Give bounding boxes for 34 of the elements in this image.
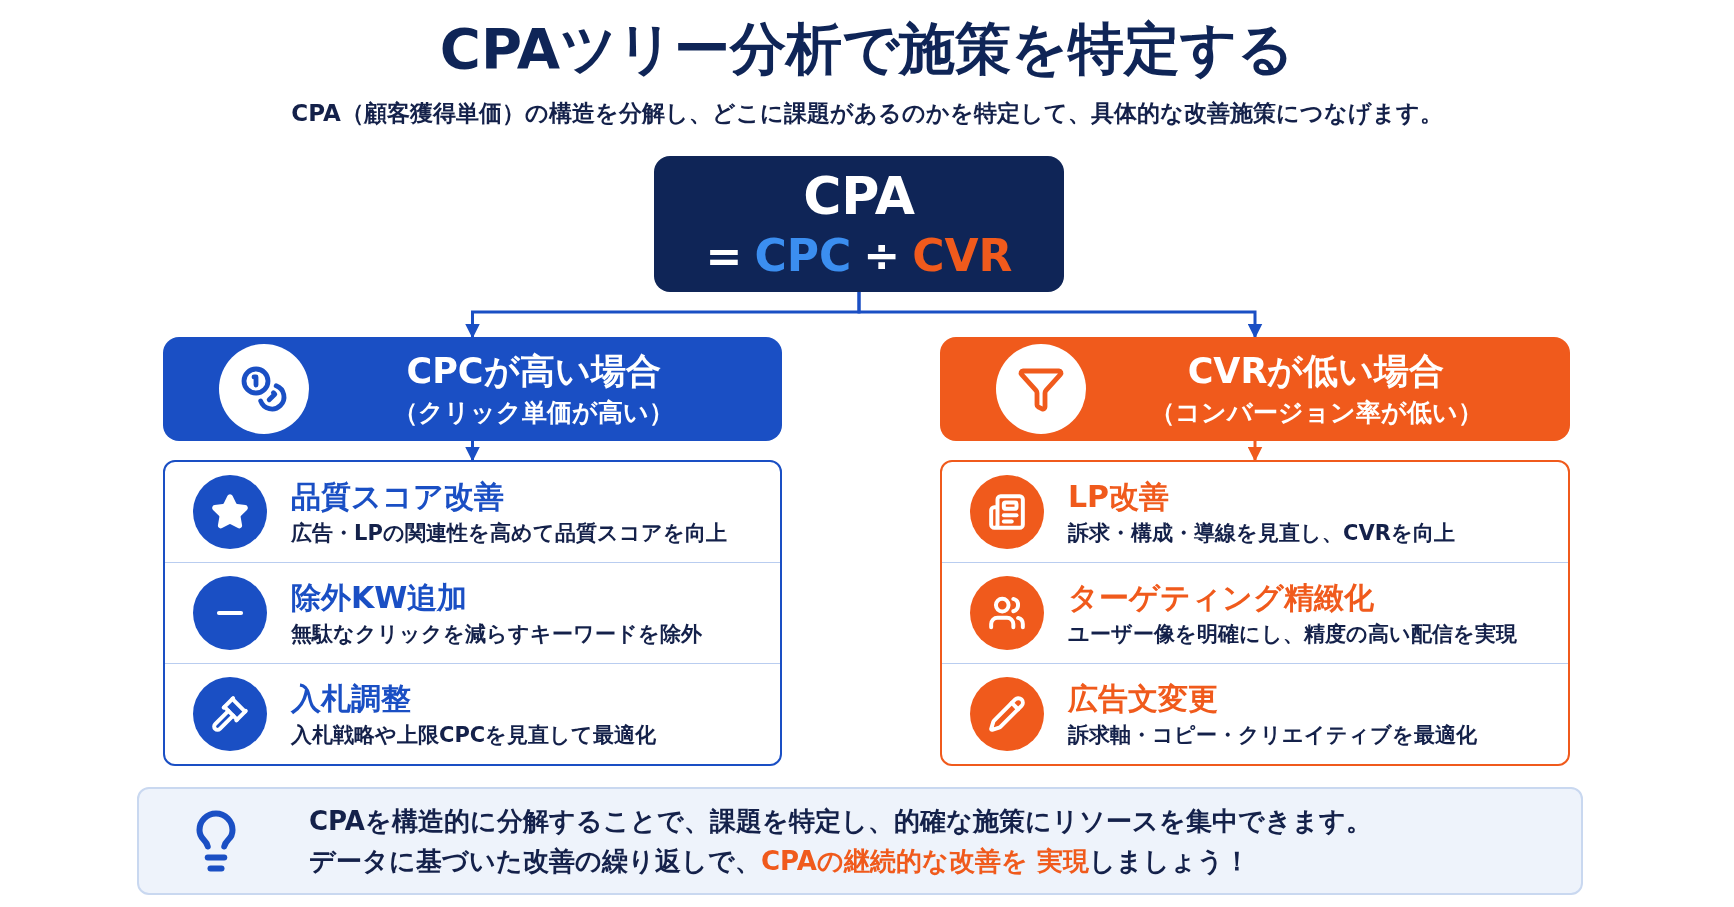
action-description: 広告・LPの関連性を高めて品質スコアを向上 [291, 519, 727, 546]
summary-text: CPAを構造的に分解することで、課題を特定し、的確な施策にリソースを集中できます。 [309, 804, 1372, 837]
formula-term: = [705, 234, 743, 278]
action-title: 広告文変更 [1068, 680, 1219, 718]
case-header [163, 337, 782, 441]
formula-box [654, 156, 1064, 292]
action-title: 品質スコア改善 [291, 478, 505, 516]
formula-term: CVR [912, 234, 1013, 278]
action-title: LP改善 [1068, 478, 1171, 516]
action-title: ターゲティング精緻化 [1068, 579, 1375, 617]
action-description: 訴求軸・コピー・クリエイティブを最適化 [1068, 721, 1477, 748]
summary-box [137, 787, 1583, 895]
action-title: 除外KW追加 [291, 579, 469, 617]
action-description: 訴求・構成・導線を見直し、CVRを向上 [1068, 519, 1455, 546]
case-subtitle: （クリック単価が高い） [393, 397, 674, 429]
subtitle: CPA（顧客獲得単価）の構造を分解し、どこに課題があるのかを特定して、具体的な改善施策につなげます。 [291, 99, 1443, 128]
case-subtitle: （コンバージョン率が低い） [1149, 397, 1483, 429]
connector-arrow [465, 441, 480, 462]
title: CPAツリー分析で施策を特定する [439, 15, 1295, 83]
formula-term: CPC [754, 234, 852, 278]
action-list-panel [940, 460, 1570, 766]
formula-term: ÷ [863, 234, 901, 278]
summary-text: データに基づいた改善の繰り返しで、CPAの継続的な改善を 実現しましょう！ [309, 845, 1251, 878]
connector-arrow [857, 292, 1263, 339]
formula-title: CPA [803, 170, 915, 222]
connector-arrow [1247, 441, 1263, 462]
action-description: 無駄なクリックを減らすキーワードを除外 [291, 620, 702, 647]
action-description: ユーザー像を明確にし、精度の高い配信を実現 [1068, 620, 1517, 647]
action-list-panel [163, 460, 782, 766]
action-title: 入札調整 [291, 680, 412, 718]
case-title: CPCが高い場合 [406, 349, 661, 393]
case-header [940, 337, 1570, 441]
case-title: CVRが低い場合 [1187, 349, 1445, 393]
action-description: 入札戦略や上限CPCを見直して最適化 [291, 721, 657, 748]
